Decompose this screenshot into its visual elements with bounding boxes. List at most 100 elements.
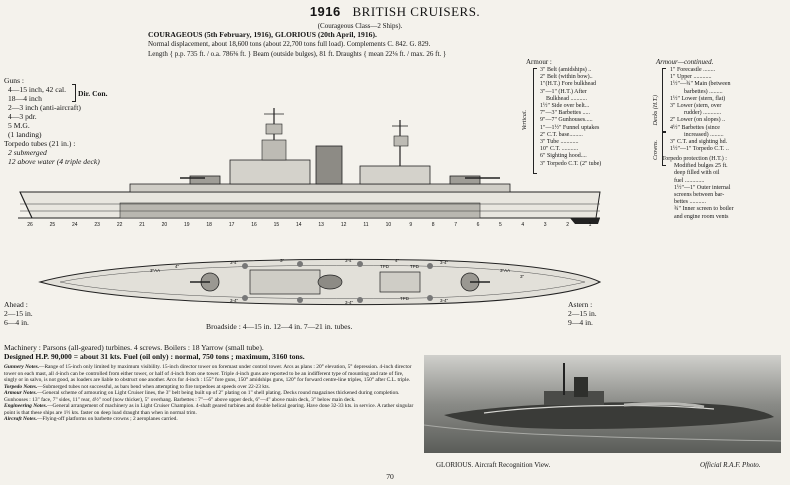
ahead-block: Ahead : 2—15 in. 6—4 in. [4,300,33,327]
decks-bracket [662,68,666,132]
broadside-line: Broadside : 4—15 in. 12—4 in. 7—21 in. t… [206,322,353,331]
armour-heading: Armour : [526,58,552,66]
dimensions-line: Length { p.p. 735 ft. / o.a. 786⅜ ft. } … [148,50,447,58]
armour-cont-item: barbettes) ......... [684,88,723,95]
gun-item: 2—3 inch (anti-aircraft) [8,103,81,112]
frame-number: 12 [341,222,347,228]
gun-item: 18—4 inch [8,94,42,103]
armour-cont-item: 1½"—1" Torpedo C.T. .. [670,146,729,153]
note-paragraph: Torpedo Notes.—Submerged tubes not succe… [4,384,416,391]
notes-block: Gunnery Notes.—Range of 15-inch only lim… [4,364,416,423]
armour-item: 2" C.T. base......... [540,131,583,138]
frame-number: 23 [94,222,100,228]
ahead-item: 6—4 in. [4,318,29,327]
armour-cont-item: 1½"—¾" Main (between [670,81,731,88]
armour-item: 3" Torpedo C.T. (2" tube) [540,160,602,167]
page-year: 1916 [309,4,341,19]
frame-number: 18 [206,222,212,228]
crowns-label: Crowns. [653,140,659,160]
note-text: —Flying-off platforms on barbette crowns… [36,416,178,422]
armour-list: 3" Belt (amidships) .. 2" Belt (within b… [540,67,601,168]
armour-cont-item: rudder) ............ [684,110,722,117]
page-header: 1916 BRITISH CRUISERS. [0,4,790,20]
torpedo-item: 12 above water (4 triple deck) [8,157,100,166]
page-title: BRITISH CRUISERS. [352,4,481,19]
plan-label: TPD [410,264,420,269]
plan-label: 3" [280,258,285,263]
ahead-heading: Ahead : [4,300,28,309]
armour-cont-list: 1" Forecastle ........ 1" Upper ........… [670,67,731,153]
protection-item: and engine room vents [674,213,729,220]
armour-item: 1"—1½" Funnel uptakes [540,124,600,131]
astern-block: Astern : 2—15 in. 9—4 in. [568,300,597,327]
ahead-item: 2—15 in. [4,309,33,318]
frame-number: 13 [318,222,324,228]
armour-cont-item: 1" Forecastle ........ [670,67,716,73]
frame-number: 2 [566,222,569,228]
protection-item: bettes ........... [674,199,706,206]
note-label: Engineering Notes. [4,403,48,409]
astern-item: 2—15 in. [568,309,597,318]
dircon-bracket [72,84,76,102]
machinery-line-1: Machinery : Parsons (all-geared) turbine… [4,343,264,352]
gun-item: (1 landing) [8,130,42,139]
decks-label: Decks (H.T.) [653,95,659,126]
ship-photo-image [424,355,781,453]
frame-number: 3 [544,222,547,228]
machinery-line-2: Designed H.P. 90,000 = about 31 kts. Fue… [4,352,305,361]
dircon-label: Dir. Con. [78,89,108,98]
note-label: Torpedo Notes. [4,383,38,390]
gun-item: 5 M.G. [8,121,30,130]
armour-cont-item: 3" C.T. and sighting hd. [670,139,728,146]
plan-label: 3-4" [440,298,449,303]
armour-item: 1½" Side over belt... [540,103,590,110]
armour-item: 10" C.T. ........... [540,146,579,153]
note-label: Armour Notes. [4,390,37,396]
ship-photo [424,355,781,453]
frame-number: 6 [477,222,480,228]
protection-item: screens between bar- [674,192,725,199]
plan-label: 3" [520,274,525,279]
frame-number: 26 [27,222,33,228]
armour-cont-item: 1½" Lower (stern, flat) [670,95,726,102]
plan-label: 3-4" [440,260,449,265]
frame-number: 15 [274,222,280,228]
plan-label: 4" [175,264,180,269]
plan-label: TPD [400,296,410,301]
armour-cont-item: 2" Lower (on slopes) .. [670,117,726,124]
armour-item: 3"—1" (H.T.) After [540,88,587,95]
armour-item: 3" Belt (amidships) .. [540,67,592,73]
note-paragraph: Armour Notes.—General scheme of armourin… [4,390,416,403]
frame-number: 14 [296,222,302,228]
plan-label: 4" [395,258,400,263]
plan-label: 3-4" [345,258,354,263]
note-label: Gunnery Notes. [4,364,40,370]
armour-item: 7"—3" Barbettes ..... [540,110,591,117]
armour-item: 2" Belt (within bow).. [540,74,593,81]
frame-number: 7 [454,222,457,228]
armour-item: Bulkhead ........... [546,95,587,102]
ships-line: COURAGEOUS (5th February, 1916), GLORIOU… [148,30,377,39]
frame-number: 16 [251,222,257,228]
armour-cont-item: 1" Upper ............ [670,74,712,81]
armour-item: 9"—7" Gunhouses..... [540,117,593,124]
frame-number: 11 [363,222,368,228]
protection-block: Torpedo protection (H.T.) : Modified bul… [662,156,734,221]
frame-number: 20 [162,222,168,228]
protection-item: ¾" Inner screen to boiler [674,206,734,213]
guns-heading: Guns : [4,76,25,85]
guns-block: Guns : 4—15 inch, 42 cal. 18—4 inch 2—3 … [4,76,100,166]
armour-cont-heading: Armour—continued. [656,58,714,66]
frame-number: 4 [521,222,524,228]
protection-item: 1½"—1" Outer internal [674,184,731,191]
armour-item: 6" Sighting hood.... [540,153,587,160]
displacement-line: Normal displacement, about 18,600 tons (… [148,40,431,48]
armour-cont-item: 3" Lower (stern, over [670,103,722,110]
frame-number: 10 [386,222,392,228]
note-text: —General arrangement of machinery as in … [4,403,414,416]
protection-item: Modified bulges 25 ft. [674,163,728,170]
plan-label: 3-4" [230,298,239,303]
note-paragraph: Aircraft Notes.—Flying-off platforms on … [4,416,416,423]
armour-item: 1"(H.T.) Fore bulkhead [540,81,596,88]
